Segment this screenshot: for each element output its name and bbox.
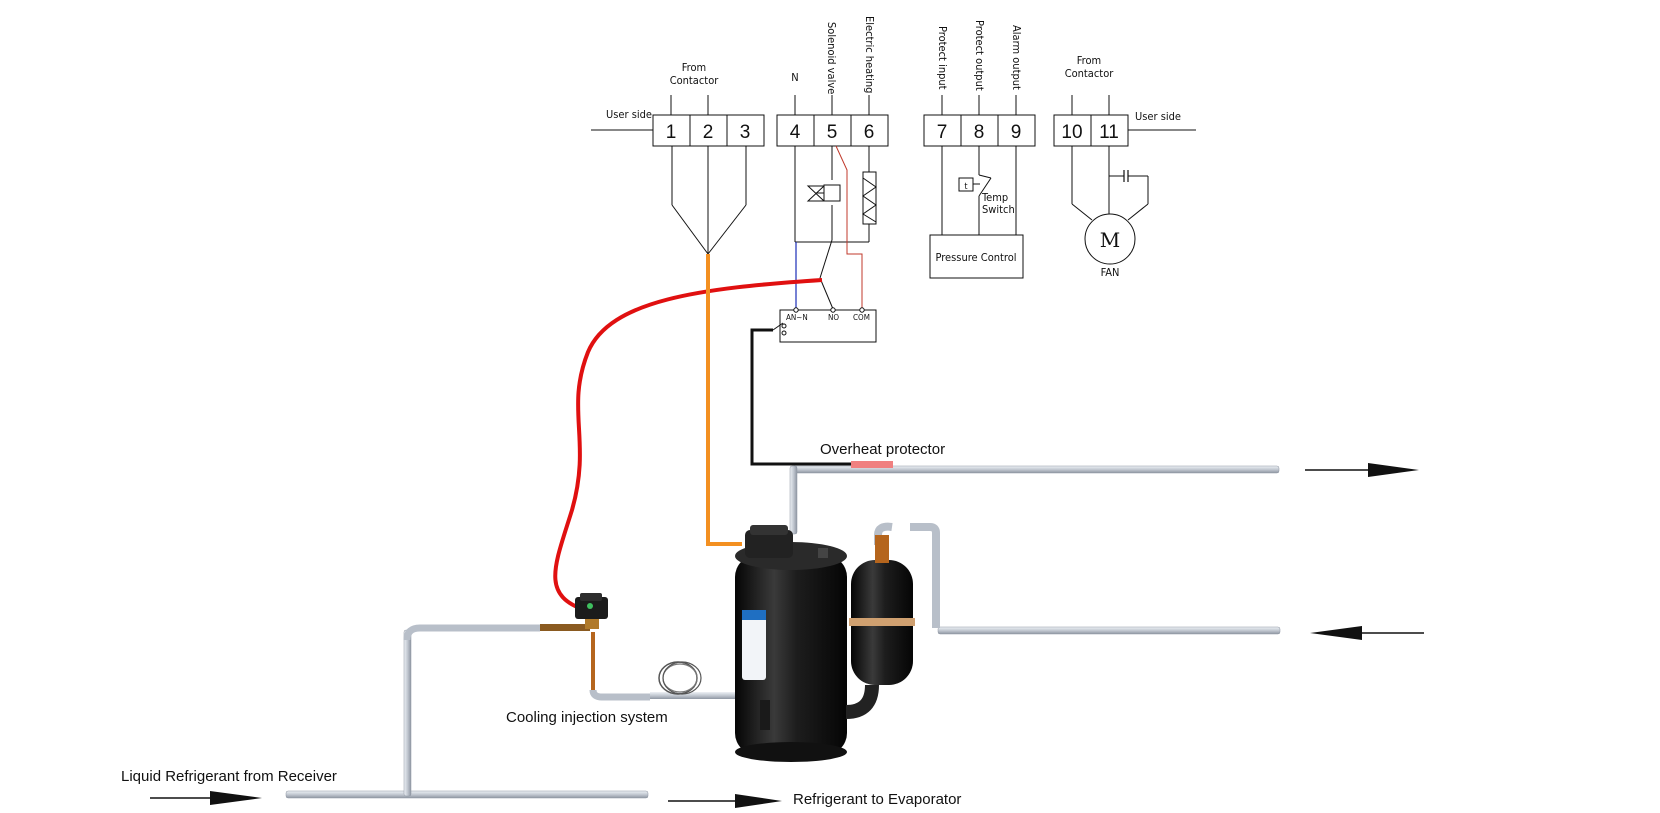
temp-symbol: t [964,182,967,192]
temp-switch-label-2: Switch [982,203,1015,216]
compressor-image [735,525,847,762]
terminal-3-label: 3 [740,122,751,143]
protect-input-label: Protect input [936,26,949,90]
terminal-2-label: 2 [703,122,714,143]
red-power-wire [553,278,823,612]
terminal-10-label: 10 [1061,122,1082,143]
pressure-control-label: Pressure Control [935,251,1016,264]
terminal-block-7-9: 7 8 9 t Temp Switch Pressure Control [923,95,1036,279]
from-contactor-left-line2: Contactor [670,74,720,87]
terminal-4-label: 4 [790,122,801,143]
flow-arrows [150,463,1424,808]
heater-symbol [862,171,877,225]
solenoid-valve-image [575,593,608,629]
cooling-injection-label: Cooling injection system [506,709,668,726]
terminal-6-label: 6 [864,122,875,143]
user-side-right-label: User side [1135,110,1181,123]
electric-heating-label: Electric heating [863,16,876,93]
protect-output-label: Protect output [973,20,986,91]
terminal-block-10-11: 10 11 [1053,95,1196,221]
terminal-5-label: 5 [827,122,838,143]
overheat-sensor [851,461,893,468]
liquid-line-pipe [285,624,649,799]
overheat-wire [750,328,858,466]
terminal-1-label: 1 [666,122,677,143]
overheat-protector-label: Overheat protector [820,441,945,458]
from-contactor-left-line1: From [682,61,706,74]
terminal-block-4-6: 4 5 6 [776,95,889,311]
relay-an-n-label: AN~N [786,313,808,322]
from-contactor-right-line2: Contactor [1065,67,1115,80]
relay-module: AN~N NO COM [772,307,877,343]
capillary-coil-image [658,661,702,695]
liquid-refrigerant-label: Liquid Refrigerant from Receiver [121,768,337,785]
suction-pipe [874,522,1281,635]
solenoid-valve-symbol [806,184,841,202]
terminal-9-label: 9 [1011,122,1022,143]
alarm-output-label: Alarm output [1010,25,1023,90]
refrigerant-to-evaporator-label: Refrigerant to Evaporator [793,791,961,808]
accumulator-image [845,535,915,719]
relay-com-label: COM [853,313,870,322]
motor-symbol: M FAN [1084,213,1136,279]
relay-no-label: NO [828,313,839,322]
solenoid-valve-label: Solenoid valve [825,22,838,94]
fan-label: FAN [1101,266,1120,279]
terminal-block-1-3: 1 2 3 [591,95,765,255]
terminal-7-label: 7 [937,122,948,143]
n-label: N [791,71,798,84]
motor-label: M [1100,228,1120,252]
terminal-8-label: 8 [974,122,985,143]
user-side-left-label: User side [606,108,652,121]
temp-switch-label-1: Temp [981,191,1008,204]
capacitor-symbol [1123,170,1129,182]
discharge-pipe [789,461,1280,535]
orange-contactor-wire [706,254,742,546]
terminal-11-label: 11 [1099,122,1119,143]
from-contactor-right-line1: From [1077,54,1101,67]
